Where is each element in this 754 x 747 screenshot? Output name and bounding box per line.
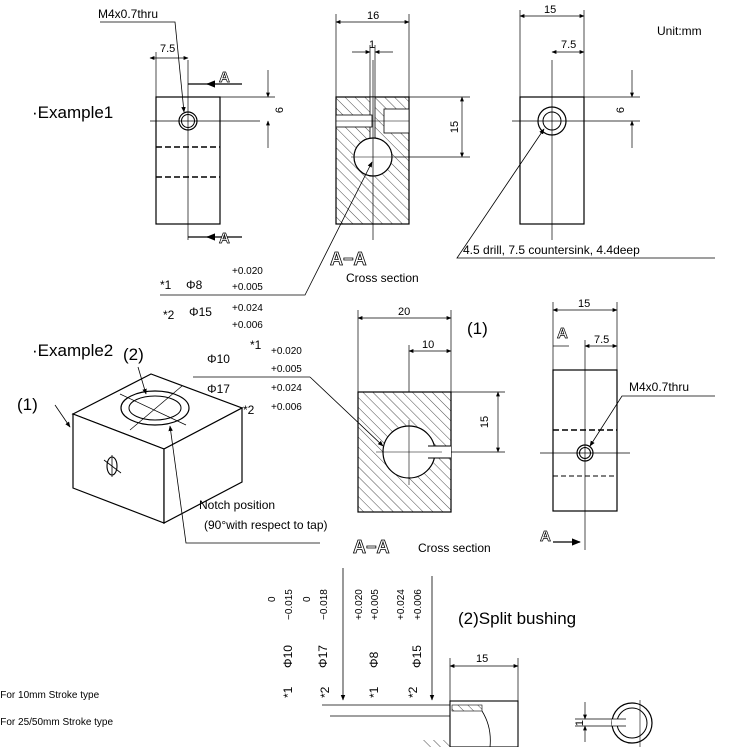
ex2-section-letter-top: A bbox=[557, 325, 568, 342]
ex1-right-view: 15 7.5 6 4.5 drill, 7.5 countersink, 4.4… bbox=[456, 4, 715, 259]
vtol-1-dia: Φ10 bbox=[281, 645, 295, 668]
ex2-tolerance-block: Φ10 *1 +0.020 +0.005 Φ17 +0.024 *2 +0.00… bbox=[193, 338, 384, 447]
vtol-3-dia: Φ8 bbox=[367, 651, 381, 668]
ex2-tol-row1-dia: Φ10 bbox=[207, 352, 230, 366]
vtol-2-dia: Φ17 bbox=[316, 645, 330, 668]
ex2-tol-row1-lower: +0.005 bbox=[271, 364, 302, 375]
ex1-section-view: 16 1 15 A−A Cross section bbox=[160, 10, 470, 296]
ex1-tol-row1-upper: +0.020 bbox=[232, 266, 263, 277]
ex1-right-dim-height: 6 bbox=[615, 107, 627, 113]
ex1-section-name: A−A bbox=[330, 249, 367, 269]
ex1-left-dim-width: 7.5 bbox=[160, 43, 175, 55]
vtol-1-lower: −0.015 bbox=[284, 589, 295, 620]
legend-note-1: *1 For 10mm Stroke type bbox=[0, 690, 100, 701]
ex1-tol-row1-mark: *1 bbox=[160, 278, 172, 292]
vtol-2-lower: −0.018 bbox=[319, 589, 330, 620]
ex2-section-part-label: (1) bbox=[467, 319, 488, 338]
ex2-right-dim-width: 15 bbox=[578, 298, 590, 310]
vtol-2-mark: *2 bbox=[318, 686, 332, 698]
split-bushing-label: (2)Split bushing bbox=[458, 609, 576, 628]
ex2-part2-label: (2) bbox=[123, 345, 144, 364]
notch-label-line2: (90°with respect to tap) bbox=[204, 518, 328, 532]
ex1-tol-row1-dia: Φ8 bbox=[186, 278, 203, 292]
ex1-tol-row2-lower: +0.006 bbox=[232, 320, 263, 331]
ex2-tol-row1-mark: *1 bbox=[250, 338, 262, 352]
ex2-tol-row2-mark: *2 bbox=[243, 403, 255, 417]
ex2-section-dim-width: 20 bbox=[398, 306, 410, 318]
ex1-section-letter-bottom: A bbox=[219, 230, 230, 247]
vtol-4-lower: +0.006 bbox=[413, 589, 424, 620]
ex1-tolerance-block: *1 Φ8 +0.020 +0.005 *2 Φ15 +0.024 +0.006 bbox=[160, 266, 263, 331]
ex2-isometric-block: (2) (1) Notch position (90°with respect … bbox=[17, 345, 328, 544]
vtol-1-upper: 0 bbox=[267, 596, 278, 602]
ex2-part1-label: (1) bbox=[17, 395, 38, 414]
ex2-section-dim-height: 15 bbox=[479, 416, 491, 428]
ex2-section-name: A−A bbox=[353, 537, 390, 557]
ex2-right-dim-half: 7.5 bbox=[594, 334, 609, 346]
bushing-dim-width: 15 bbox=[476, 653, 488, 665]
ex1-left-view: M4x0.7thru 7.5 6 A A bbox=[98, 7, 286, 247]
vtol-3-lower: +0.005 bbox=[370, 589, 381, 620]
bushing-dim-gap: 1 bbox=[574, 720, 586, 726]
ex2-section-view: 20 10 15 (1) A−A Cross section bbox=[353, 306, 505, 557]
legend-note-2: *2 For 25/50mm Stroke type bbox=[0, 717, 113, 728]
unit-label: Unit:mm bbox=[657, 24, 702, 38]
split-bushing-side-view: 15 bbox=[422, 653, 519, 747]
ex1-right-dim-width: 15 bbox=[544, 4, 556, 16]
ex2-thread-label: M4x0.7thru bbox=[629, 380, 689, 394]
vtol-4-upper: +0.024 bbox=[396, 589, 407, 620]
ex1-tol-row2-mark: *2 bbox=[163, 308, 175, 322]
ex1-tol-row2-dia: Φ15 bbox=[189, 305, 212, 319]
vtol-1-mark: *1 bbox=[281, 686, 295, 698]
ex2-tol-row2-upper: +0.024 bbox=[271, 383, 302, 394]
ex1-section-dim-gap: 1 bbox=[369, 39, 375, 51]
ex1-tol-row1-lower: +0.005 bbox=[232, 282, 263, 293]
vtol-4-dia: Φ15 bbox=[410, 645, 424, 668]
notch-label-line1: Notch position bbox=[199, 498, 275, 512]
ex2-tol-row2-lower: +0.006 bbox=[271, 402, 302, 413]
ex1-countersink-note: 4.5 drill, 7.5 countersink, 4.4deep bbox=[463, 243, 640, 257]
vtol-2-upper: 0 bbox=[302, 596, 313, 602]
vtol-4-mark: *2 bbox=[406, 686, 420, 698]
example2-title: ·Example2 bbox=[32, 341, 113, 360]
example1-title: ·Example1 bbox=[32, 103, 113, 122]
ex2-cross-section-label: Cross section bbox=[418, 541, 491, 555]
ex2-section-letter-bottom: A bbox=[540, 528, 551, 545]
ex1-cross-section-label: Cross section bbox=[346, 271, 419, 285]
ex2-tol-row1-upper: +0.020 bbox=[271, 346, 302, 357]
ex2-right-view: 15 7.5 A A M4x0.7thru bbox=[540, 298, 715, 550]
ex2-section-dim-half: 10 bbox=[422, 339, 434, 351]
ex2-tol-row2-dia: Φ17 bbox=[207, 382, 230, 396]
vertical-tolerance-block: 0 −0.015 Φ10 *1 0 −0.018 Φ17 *2 +0.020 +… bbox=[267, 568, 450, 717]
ex1-tol-row2-upper: +0.024 bbox=[232, 303, 263, 314]
ex1-thread-label: M4x0.7thru bbox=[98, 7, 158, 21]
split-bushing-end-view: 1 bbox=[574, 700, 653, 747]
ex1-section-dim-width: 16 bbox=[367, 10, 379, 22]
ex1-right-dim-half: 7.5 bbox=[561, 39, 576, 51]
vtol-3-upper: +0.020 bbox=[354, 589, 365, 620]
ex1-section-dim-height: 15 bbox=[449, 121, 461, 133]
ex1-left-dim-height: 6 bbox=[274, 107, 286, 113]
vtol-3-mark: *1 bbox=[367, 686, 381, 698]
ex1-section-letter-top: A bbox=[219, 69, 230, 86]
